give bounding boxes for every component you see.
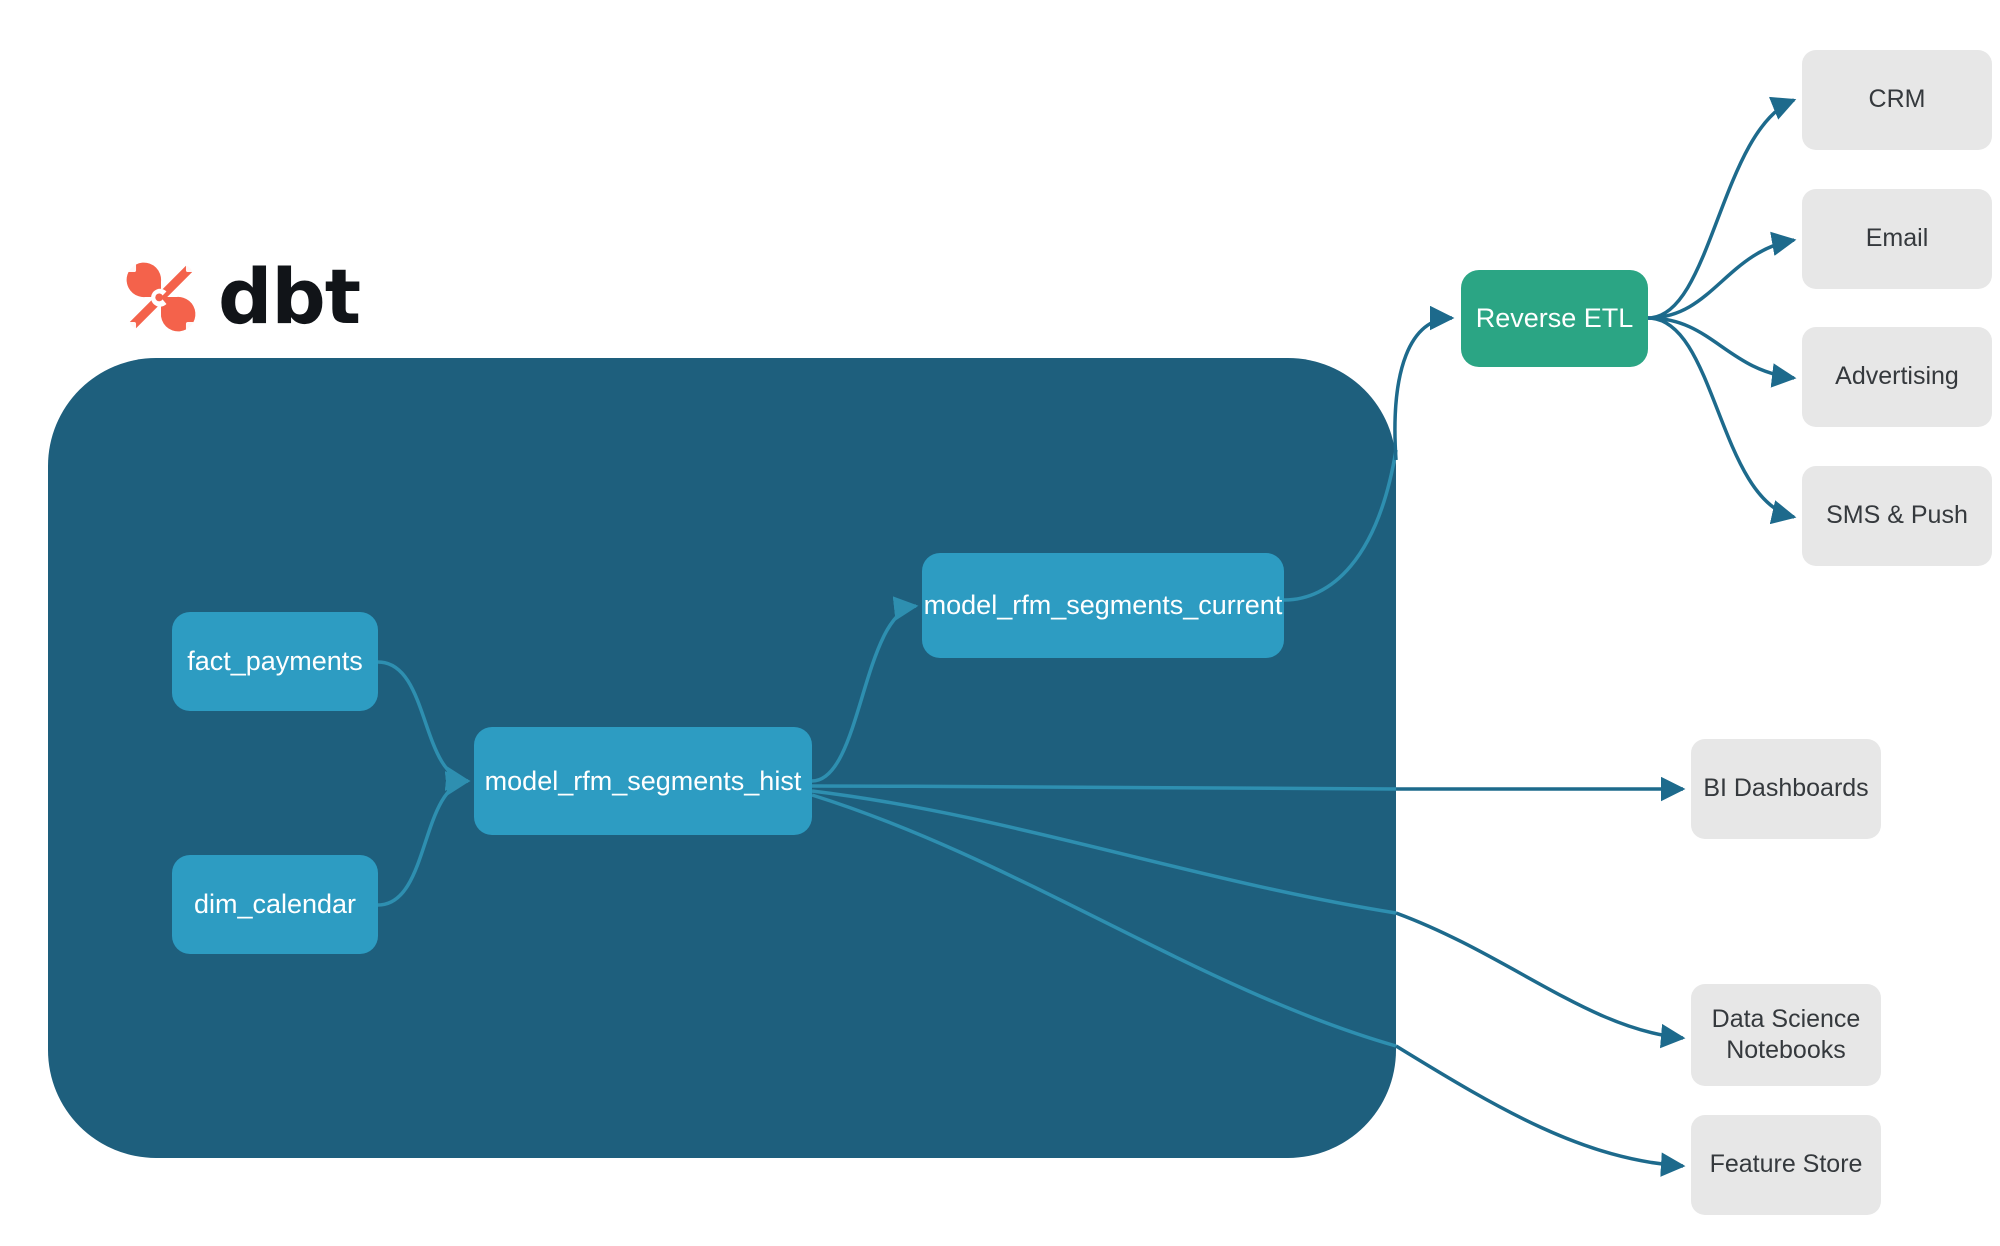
destination-label: Feature Store xyxy=(1709,1150,1863,1179)
destination-label-line1: Data Science xyxy=(1711,1004,1861,1033)
destination-label-line2: Notebooks xyxy=(1726,1036,1846,1064)
model-node-dim-calendar[interactable]: dim_calendar xyxy=(172,855,378,954)
model-node-label: model_rfm_segments_current xyxy=(923,590,1283,620)
destination-label: CRM xyxy=(1868,85,1926,114)
model-node-label: model_rfm_segments_hist xyxy=(484,765,802,796)
destination-label: Advertising xyxy=(1835,362,1959,391)
destination-label: Email xyxy=(1865,224,1929,253)
edge-reverse-etl-to-sms-push xyxy=(1647,316,1797,525)
edge-container-to-reverse-etl xyxy=(1393,305,1455,461)
model-node-model-rfm-segments-hist[interactable]: model_rfm_segments_hist xyxy=(474,727,812,835)
edge-container-to-feature-store xyxy=(1395,1044,1686,1177)
destination-node-bi-dashboards[interactable]: BI Dashboards xyxy=(1691,739,1881,839)
destination-label: SMS & Push xyxy=(1826,501,1968,530)
destination-node-feature-store[interactable]: Feature Store xyxy=(1691,1115,1881,1215)
destination-label: BI Dashboards xyxy=(1703,774,1869,803)
destination-node-crm[interactable]: CRM xyxy=(1802,50,1992,150)
edge-container-to-ds-notebooks xyxy=(1395,911,1686,1049)
destination-node-advertising[interactable]: Advertising xyxy=(1802,327,1992,427)
reverse-etl-node[interactable]: Reverse ETL xyxy=(1461,270,1648,367)
destination-node-sms-push[interactable]: SMS & Push xyxy=(1802,466,1992,566)
edge-reverse-etl-to-crm xyxy=(1647,96,1797,320)
destination-node-data-science-notebooks[interactable]: Data Science Notebooks xyxy=(1691,984,1881,1086)
destination-node-email[interactable]: Email xyxy=(1802,189,1992,289)
dbt-logo: dbt xyxy=(122,252,361,341)
dbt-logo-icon xyxy=(126,262,196,332)
model-node-model-rfm-segments-current[interactable]: model_rfm_segments_current xyxy=(922,553,1284,658)
model-node-fact-payments[interactable]: fact_payments xyxy=(172,612,378,711)
dbt-wordmark: dbt xyxy=(218,252,361,341)
destination-label: Data Science Notebooks xyxy=(1712,1004,1861,1067)
reverse-etl-label: Reverse ETL xyxy=(1475,303,1634,333)
edge-reverse-etl-to-email xyxy=(1647,231,1797,320)
edge-reverse-etl-to-advertising xyxy=(1647,316,1797,388)
model-node-label: dim_calendar xyxy=(193,889,357,919)
model-node-label: fact_payments xyxy=(187,646,363,676)
